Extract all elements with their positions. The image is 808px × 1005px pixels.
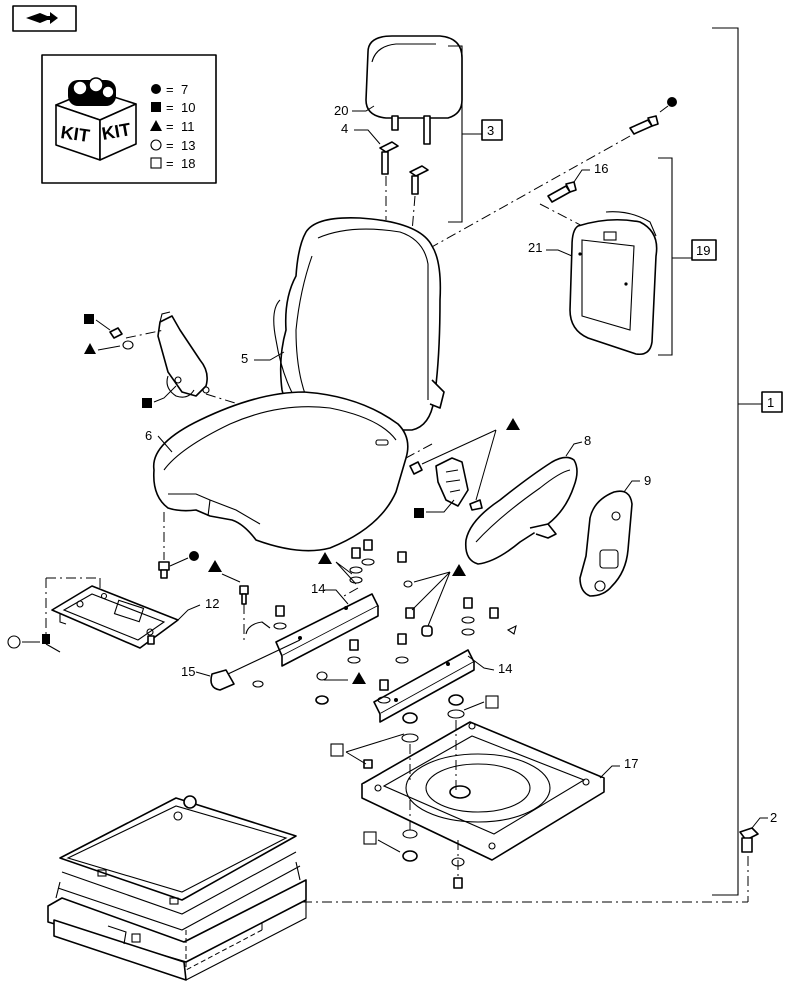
seat-cushion[interactable] xyxy=(152,391,409,552)
filled-square-marker-belt-2 xyxy=(142,398,152,408)
open-square-marker-2 xyxy=(330,743,344,757)
callout-21: 21 xyxy=(528,240,542,255)
slide-rail-left[interactable] xyxy=(275,593,379,667)
mounting-plate[interactable] xyxy=(51,585,179,649)
kit-box-icon: KIT KIT xyxy=(55,77,137,161)
backrest[interactable] xyxy=(273,216,445,431)
callout-2: 2 xyxy=(770,810,777,825)
callout-15: 15 xyxy=(181,664,195,679)
cushion-bolt xyxy=(158,561,170,579)
rail-fasteners-right xyxy=(252,597,517,704)
callout-14-right: 14 xyxy=(498,661,512,676)
armrest-bracket[interactable] xyxy=(579,490,633,597)
filled-circle-marker xyxy=(667,97,677,107)
callout-14-left: 14 xyxy=(311,581,325,596)
rail-screw xyxy=(239,585,249,605)
open-square-icon xyxy=(150,157,162,169)
legend-eq-5: = xyxy=(166,156,174,171)
seat-assembly-bracket: 1 xyxy=(712,27,783,896)
open-square-marker-3 xyxy=(363,831,377,845)
open-square-marker-1 xyxy=(485,695,499,709)
kit-label-left: KIT xyxy=(59,122,91,146)
callout-16: 16 xyxy=(594,161,608,176)
cover-bracket: 19 xyxy=(658,157,717,356)
open-circle-marker-plate xyxy=(7,635,21,649)
callout-3: 3 xyxy=(487,123,494,138)
filled-triangle-marker-fasteners xyxy=(318,552,332,564)
callout-19: 19 xyxy=(696,243,710,258)
filled-triangle-marker-belt-right xyxy=(506,418,520,430)
legend-eq-1: = xyxy=(166,82,174,97)
filled-triangle-marker-fasteners-right xyxy=(452,564,466,576)
callout-9: 9 xyxy=(644,473,651,488)
rail-fasteners-left xyxy=(349,539,433,637)
callout-12: 12 xyxy=(205,596,219,611)
callout-20: 20 xyxy=(334,103,348,118)
legend-value-4: 13 xyxy=(181,138,195,153)
callout-8: 8 xyxy=(584,433,591,448)
legend-eq-3: = xyxy=(166,119,174,134)
filled-triangle-marker-belt xyxy=(84,343,96,354)
swivel-plate[interactable] xyxy=(361,721,605,861)
guide-bushing xyxy=(379,141,429,195)
screw-16 xyxy=(547,181,577,203)
filled-circle-icon xyxy=(151,84,161,94)
suspension-base[interactable] xyxy=(47,795,307,981)
forward-arrow-icon[interactable] xyxy=(12,5,77,32)
legend-value-2: 10 xyxy=(181,100,195,115)
kit-label-right: KIT xyxy=(100,119,132,144)
nut-rail-right xyxy=(315,671,329,705)
callout-5: 5 xyxy=(241,351,248,366)
legend-value-1: 7 xyxy=(181,82,188,97)
headrest[interactable] xyxy=(365,35,463,145)
filled-square-marker-belt xyxy=(84,314,94,324)
screw-top xyxy=(629,115,659,135)
swivel-fasteners xyxy=(363,694,465,889)
filled-square-icon xyxy=(151,102,161,112)
callout-6: 6 xyxy=(145,428,152,443)
adjust-handle[interactable] xyxy=(210,621,301,691)
legend-value-3: 11 xyxy=(181,119,195,134)
seat-belt-buckle-right[interactable] xyxy=(409,457,483,511)
legend-eq-4: = xyxy=(166,138,174,153)
slide-rail-right[interactable] xyxy=(373,649,475,723)
headrest-bracket: 3 xyxy=(448,45,503,223)
legend-value-5: 18 xyxy=(181,156,195,171)
filled-triangle-marker-rail xyxy=(208,560,222,572)
backrest-cover[interactable] xyxy=(569,211,658,356)
callout-1: 1 xyxy=(767,395,774,410)
callout-4: 4 xyxy=(341,121,348,136)
bolt-2 xyxy=(739,827,759,853)
kit-legend: KIT KIT = 7 = 10 = 11 = 13 = 18 xyxy=(41,54,217,184)
seat-belt-buckle-left[interactable] xyxy=(157,311,210,398)
armrest[interactable] xyxy=(464,456,578,565)
filled-triangle-icon xyxy=(150,120,162,131)
open-circle-icon xyxy=(150,139,162,151)
callout-17: 17 xyxy=(624,756,638,771)
legend-eq-2: = xyxy=(166,100,174,115)
filled-circle-marker-bolt xyxy=(189,551,199,561)
filled-triangle-marker-right-rail xyxy=(352,672,366,684)
filled-square-marker-belt-right xyxy=(414,508,424,518)
